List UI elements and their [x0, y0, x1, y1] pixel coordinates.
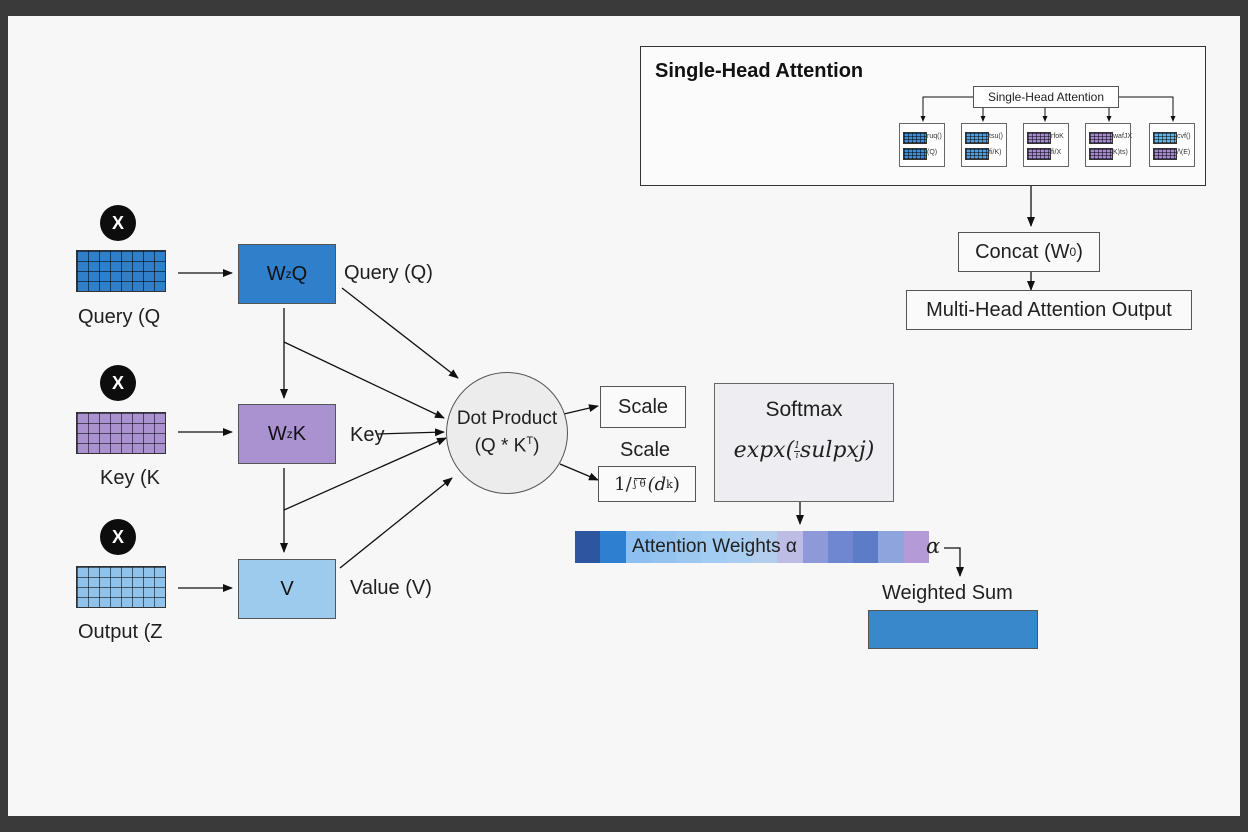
- attention-weight-segment: [802, 531, 829, 563]
- attention-weight-segment: [726, 531, 753, 563]
- x-input-symbol: X: [100, 519, 136, 555]
- attention-weight-segment: [650, 531, 677, 563]
- attention-weight-segment: [752, 531, 778, 563]
- head-matrix-icon: [1089, 148, 1113, 160]
- head-matrix-label: K)ts): [1113, 149, 1128, 156]
- x-input-symbol: X: [100, 365, 136, 401]
- panel-inner-title: Single-Head Attention: [973, 86, 1119, 108]
- head-matrix-label: (Q): [927, 149, 938, 156]
- key-input-label: Key (K: [100, 467, 161, 489]
- attention-weights-label: Attention Weights α: [632, 536, 797, 557]
- attention-weight-segment: [701, 531, 728, 563]
- arrow-value-to-dot: [339, 477, 453, 569]
- wq-sub: z: [285, 267, 292, 281]
- head-matrix-label: ruq(): [927, 133, 942, 140]
- head-matrix-icon: [1089, 132, 1113, 144]
- head-matrix-icon: [965, 148, 989, 160]
- query-projection-label: Query (Q): [344, 262, 433, 284]
- v-main: V: [280, 577, 294, 600]
- arrow-dot-to-scale-formula: [559, 463, 599, 481]
- softmax-title: Softmax: [765, 398, 843, 421]
- head-matrix-icon: [965, 132, 989, 144]
- head-matrix-label: tsu(): [989, 133, 1003, 140]
- arrow-dot-to-scale-box: [563, 404, 599, 415]
- head-matrix-label: rfoK: [1051, 133, 1064, 140]
- attention-weight-segment: [903, 531, 930, 563]
- multi-head-output-box: Multi-Head Attention Output: [906, 290, 1192, 330]
- head-card: cvf() /\(E): [1149, 123, 1195, 167]
- arrow-query-to-dot: [341, 287, 459, 379]
- connector-layer: [178, 186, 1035, 592]
- single-head-panel: Single-Head Attention Single-Head Attent…: [640, 46, 1206, 186]
- dot-product-node: Dot Product (Q * KT): [446, 372, 568, 494]
- weighted-sum-label: Weighted Sum: [882, 582, 1013, 604]
- value-projection-label: Value (V): [350, 577, 432, 599]
- wk-sub: z: [286, 427, 293, 441]
- weighted-sum-bar: [868, 610, 1038, 649]
- arrow-alpha-to-weighted-sum: [944, 547, 964, 577]
- panel-tree-lines: [920, 96, 1176, 122]
- query-input-label: Query (Q: [78, 306, 161, 328]
- head-matrix-icon: [903, 148, 927, 160]
- head-matrix-label: cvf(): [1177, 133, 1191, 140]
- head-matrix-label: fi/K): [989, 149, 1002, 156]
- head-matrix-icon: [1153, 132, 1177, 144]
- output-input-label: Output (Z: [78, 621, 163, 643]
- head-matrix-icon: [1027, 148, 1051, 160]
- dot-product-title: Dot Product: [456, 408, 558, 430]
- head-card: tsu() fi/K): [961, 123, 1007, 167]
- head-matrix-icon: [903, 132, 927, 144]
- arrow-wq-branch-to-dot: [283, 341, 445, 419]
- alpha-symbol: α: [926, 534, 941, 558]
- output-matrix-grid: [76, 566, 166, 608]
- attention-weight-segment: [853, 531, 879, 563]
- head-matrix-icon: [1153, 148, 1177, 160]
- wk-main: W: [267, 422, 287, 445]
- head-matrix-label: wafJX: [1113, 133, 1133, 140]
- single-head-panel-title: Single-Head Attention: [655, 60, 864, 82]
- wk-tail: K: [292, 422, 307, 445]
- scale-label: Scale: [620, 439, 671, 461]
- head-matrix-label: fi/X: [1051, 149, 1062, 156]
- key-projection-label: Key: [350, 424, 385, 446]
- head-matrix-label: /\(E): [1177, 149, 1191, 156]
- query-matrix-grid: [76, 250, 166, 292]
- dot-product-formula: (Q * KT): [474, 435, 540, 457]
- x-input-symbol: X: [100, 205, 136, 241]
- attention-weights-bar: [575, 531, 930, 563]
- v-weight-box: V: [238, 559, 336, 619]
- attention-weight-segment: [625, 531, 652, 563]
- attention-weight-segment: [827, 531, 854, 563]
- wq-tail: Q: [291, 262, 308, 285]
- arrow-key-to-dot: [377, 428, 445, 437]
- key-matrix-grid: [76, 412, 166, 454]
- attention-weight-segment: [676, 531, 702, 563]
- scale-box: Scale: [600, 386, 686, 428]
- head-card: ruq() (Q): [899, 123, 945, 167]
- head-card: rfoK fi/X: [1023, 123, 1069, 167]
- arrow-wk-branch-to-dot: [283, 437, 447, 511]
- wq-main: W: [266, 262, 286, 285]
- head-card: wafJX K)ts): [1085, 123, 1133, 167]
- attention-weight-segment: [600, 531, 627, 563]
- head-matrix-icon: [1027, 132, 1051, 144]
- attention-weight-segment: [878, 531, 905, 563]
- attention-weight-segment: [575, 531, 601, 563]
- attention-weight-segment: [777, 531, 804, 563]
